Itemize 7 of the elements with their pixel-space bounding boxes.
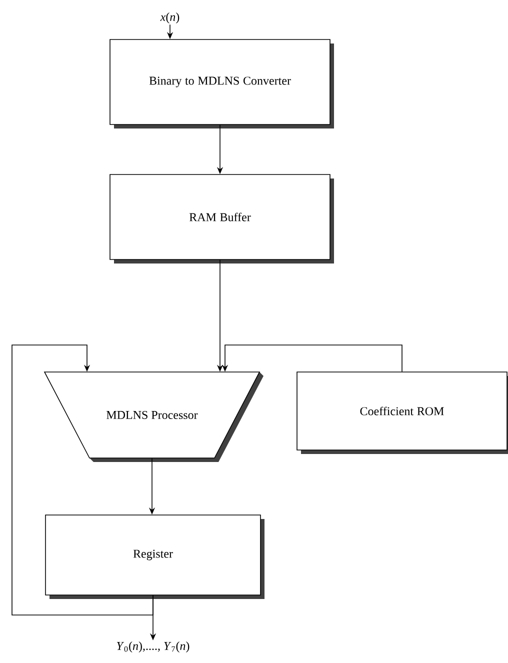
process-box: Register <box>45 514 264 599</box>
signal-label: Y$_{0}$(n),...., Y$_{7}$(n) <box>116 642 190 652</box>
process-box: Coefficient ROM <box>296 372 508 454</box>
process-box: Binary to MDLNS Converter <box>110 39 334 128</box>
arrow <box>12 344 154 616</box>
signal-label: x(n) <box>160 12 180 24</box>
process-box: RAM Buffer <box>110 174 334 264</box>
